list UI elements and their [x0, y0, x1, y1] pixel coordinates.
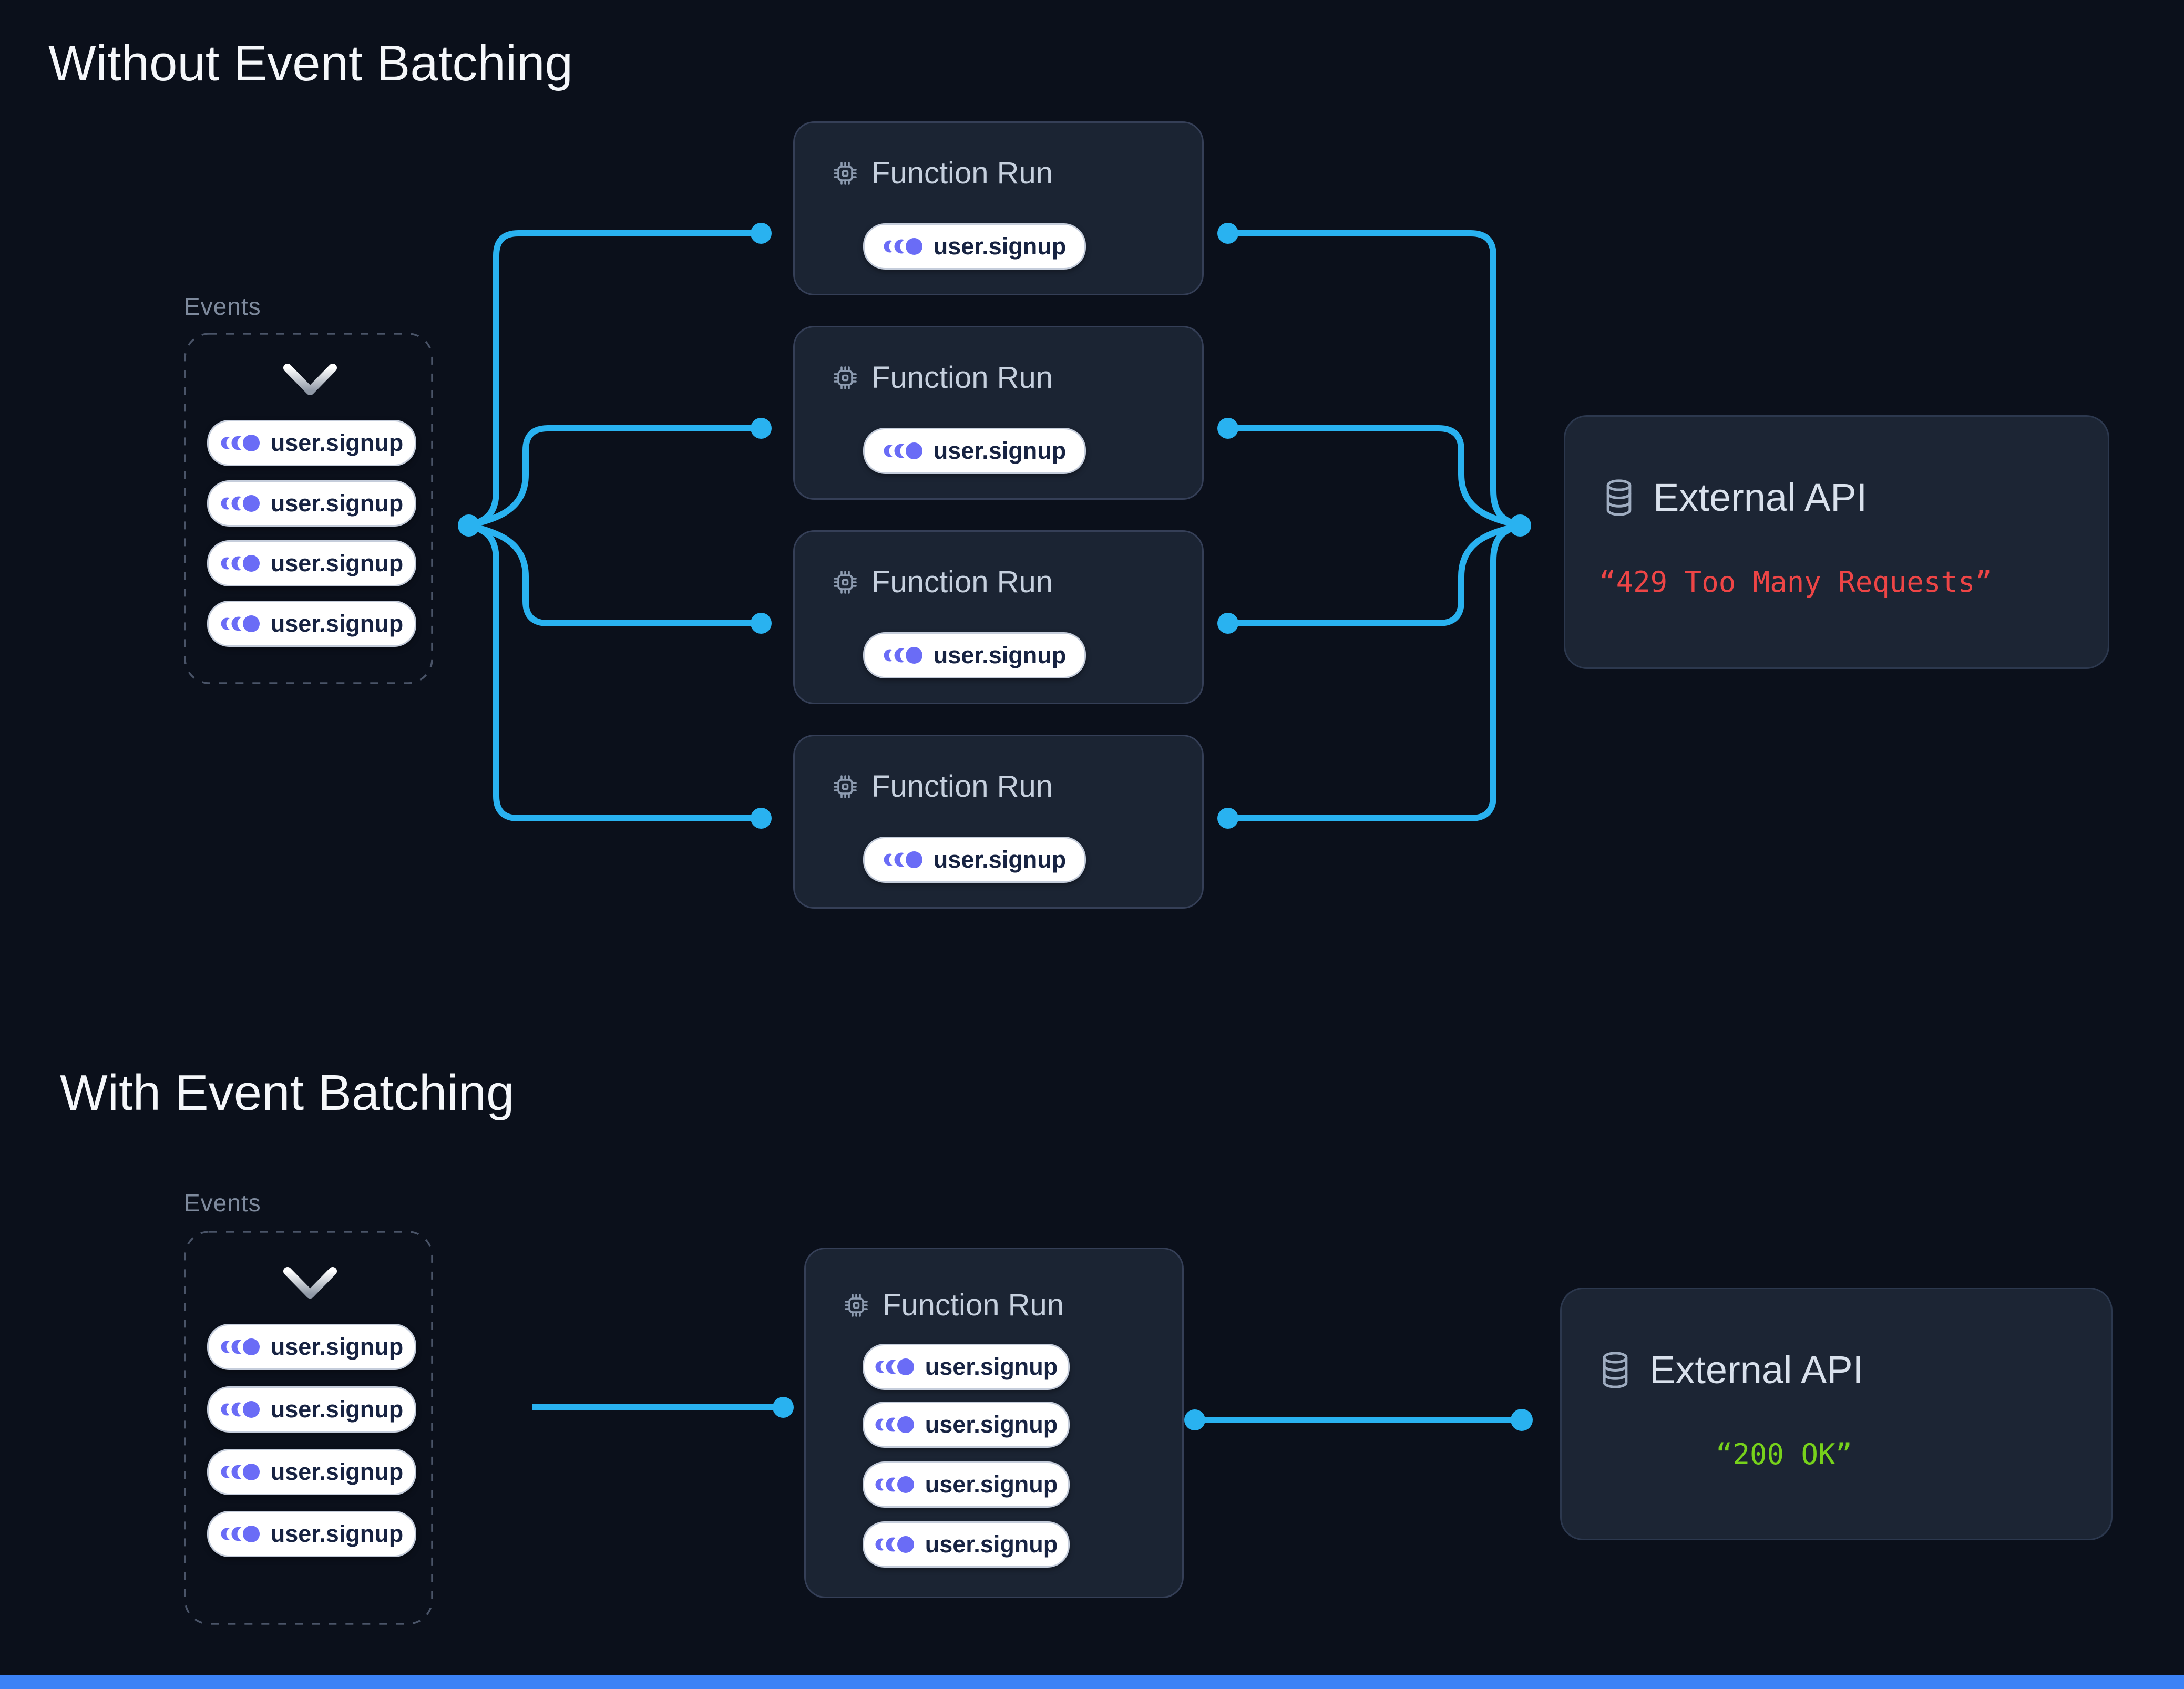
event-pill-label: user.signup: [270, 550, 404, 576]
event-pill: user.signup: [863, 1344, 1070, 1390]
event-icon: [884, 442, 922, 459]
external-api-card: External API “429 Too Many Requests”: [1564, 415, 2109, 669]
event-pill-label: user.signup: [925, 1353, 1058, 1380]
function-run-title: Function Run: [871, 565, 1053, 599]
event-pill: user.signup: [863, 428, 1086, 474]
function-run-card: Function Run user.signup: [793, 121, 1204, 295]
function-run-title: Function Run: [883, 1288, 1064, 1322]
event-pill: user.signup: [863, 837, 1086, 883]
event-icon: [884, 851, 922, 868]
event-pill: user.signup: [863, 1402, 1070, 1448]
event-pill-label: user.signup: [925, 1471, 1058, 1498]
event-pill: user.signup: [207, 1449, 416, 1495]
event-pill-label: user.signup: [933, 846, 1067, 873]
event-icon: [875, 1536, 914, 1553]
event-pill-label: user.signup: [270, 1333, 404, 1360]
section-title-without-batching: Without Event Batching: [48, 35, 573, 91]
event-icon: [875, 1358, 914, 1375]
chevron-down-icon: [283, 1267, 337, 1299]
function-run-card: Function Run user.signup: [793, 530, 1204, 704]
bottom-blue-bar: [0, 1675, 2184, 1689]
event-icon: [221, 555, 260, 572]
event-pill-label: user.signup: [270, 1396, 404, 1423]
event-pill: user.signup: [207, 1324, 416, 1370]
event-pill: user.signup: [207, 1511, 416, 1557]
event-icon: [221, 495, 260, 512]
event-pill-label: user.signup: [933, 233, 1067, 260]
external-api-title: External API: [1653, 476, 1868, 519]
api-status-text: “429 Too Many Requests”: [1599, 565, 1992, 599]
chip-icon: [834, 161, 857, 185]
fan-out-connectors: [466, 230, 764, 821]
event-pill: user.signup: [207, 601, 416, 647]
database-icon: [1606, 479, 1632, 516]
database-icon: [1603, 1351, 1628, 1388]
function-run-card-batched: Function Run user.signup user.signup use…: [804, 1248, 1184, 1598]
event-pill: user.signup: [863, 223, 1086, 270]
event-pill: user.signup: [207, 540, 416, 586]
event-pill-label: user.signup: [270, 490, 404, 517]
event-pill: user.signup: [207, 480, 416, 527]
event-pill-label: user.signup: [925, 1411, 1058, 1438]
section-title-with-batching: With Event Batching: [60, 1065, 515, 1121]
event-pill: user.signup: [207, 420, 416, 466]
chevron-down-icon: [283, 364, 337, 395]
event-pill-label: user.signup: [270, 1520, 404, 1547]
event-icon: [884, 647, 922, 664]
event-pill-label: user.signup: [270, 610, 404, 637]
event-pill: user.signup: [863, 1521, 1070, 1568]
event-icon: [875, 1476, 914, 1493]
event-icon: [221, 1338, 260, 1355]
fan-in-connectors: [1225, 230, 1523, 821]
event-icon: [221, 435, 260, 451]
event-pill-label: user.signup: [270, 1458, 404, 1485]
event-pill-label: user.signup: [933, 642, 1067, 668]
function-run-title: Function Run: [871, 361, 1053, 395]
chip-icon: [845, 1293, 868, 1317]
function-run-title: Function Run: [871, 156, 1053, 190]
events-group-label: Events: [184, 293, 261, 320]
event-pill: user.signup: [863, 1461, 1070, 1508]
external-api-card: External API “200 OK”: [1560, 1288, 2113, 1540]
event-icon: [221, 1464, 260, 1480]
event-pill-label: user.signup: [270, 429, 404, 456]
event-icon: [875, 1416, 914, 1433]
event-pill: user.signup: [207, 1386, 416, 1433]
event-icon: [221, 615, 260, 632]
function-run-title: Function Run: [871, 769, 1053, 804]
chip-icon: [834, 775, 857, 798]
api-status-text: “200 OK”: [1715, 1438, 1853, 1471]
event-pill-label: user.signup: [933, 437, 1067, 464]
event-icon: [221, 1526, 260, 1542]
function-run-card: Function Run user.signup: [793, 735, 1204, 909]
chip-icon: [834, 366, 857, 389]
event-icon: [884, 238, 922, 255]
event-pill-label: user.signup: [925, 1531, 1058, 1558]
function-run-card: Function Run user.signup: [793, 326, 1204, 500]
event-pill: user.signup: [863, 632, 1086, 678]
event-icon: [221, 1401, 260, 1418]
external-api-title: External API: [1649, 1348, 1864, 1392]
events-group-label: Events: [184, 1189, 261, 1217]
chip-icon: [834, 570, 857, 594]
